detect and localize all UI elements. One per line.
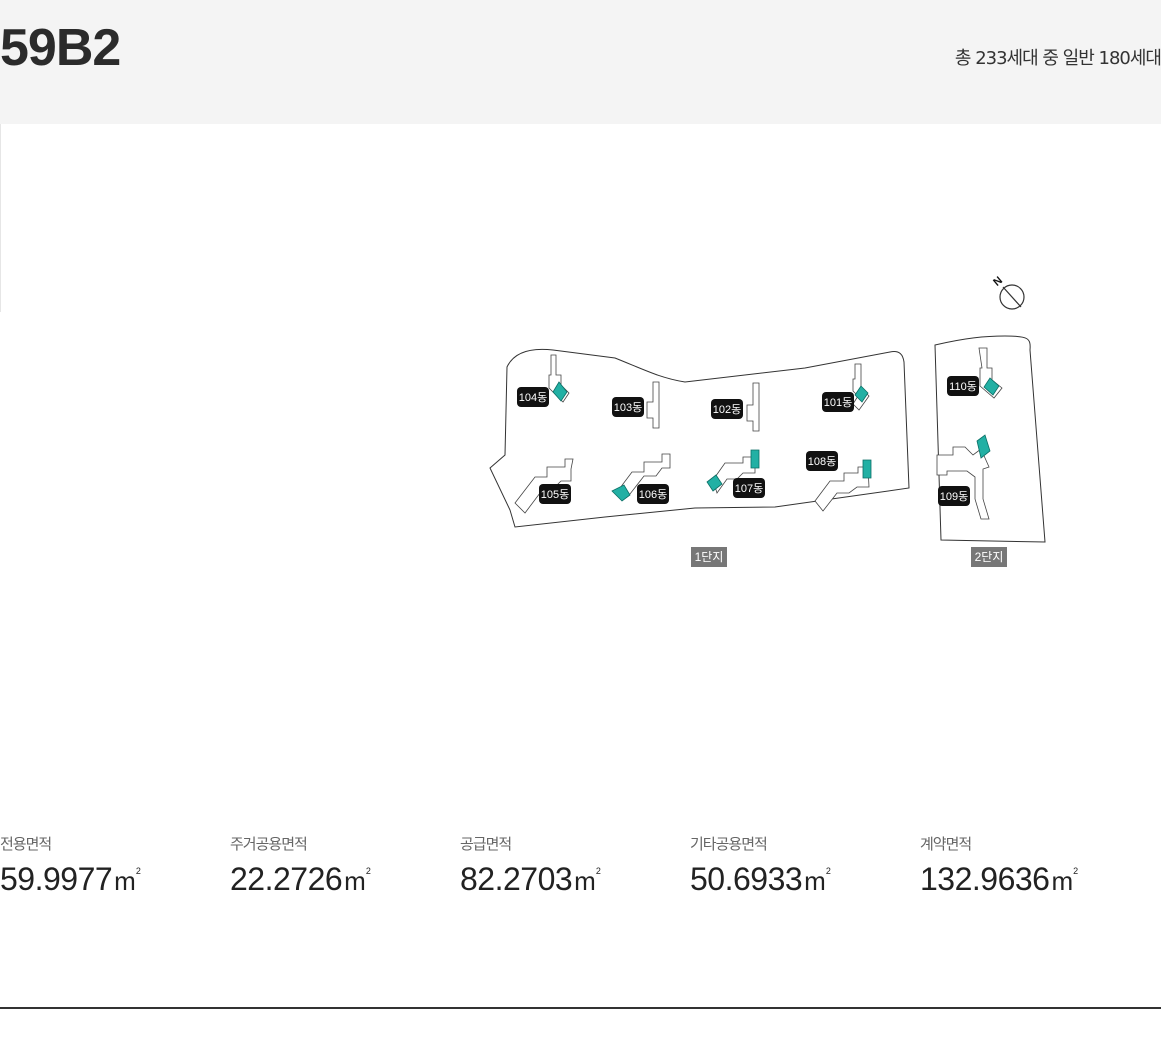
area-value: 50.6933 <box>690 861 803 897</box>
area-item-other-common: 기타공용면적 50.6933m2 <box>690 833 915 897</box>
building-label-107: 107동 <box>735 483 763 495</box>
building-label-110: 110동 <box>949 381 977 393</box>
area-label: 기타공용면적 <box>690 835 768 853</box>
area-label: 전용면적 <box>0 835 52 853</box>
building-label-106: 106동 <box>639 489 667 501</box>
area-item-residential-common: 주거공용면적 22.2726m2 <box>230 833 455 897</box>
area-label: 주거공용면적 <box>230 835 308 853</box>
household-count-info: 총 233세대 중 일반 180세대 <box>954 48 1161 69</box>
north-compass-icon: N <box>991 274 1025 310</box>
complex-label-1: 1단지 <box>695 550 724 564</box>
left-divider <box>0 124 1 312</box>
bottom-divider <box>0 1007 1161 1009</box>
building-label-105: 105동 <box>541 489 569 501</box>
complex-label-2: 2단지 <box>975 550 1004 564</box>
area-unit: m2 <box>344 866 371 896</box>
area-label: 공급면적 <box>460 835 512 853</box>
unit-header: 59B2 총 233세대 중 일반 180세대 <box>0 0 1161 124</box>
building-label-109: 109동 <box>940 491 968 503</box>
area-summary: 전용면적 59.9977m2 주거공용면적 22.2726m2 공급면적 82.… <box>0 833 1161 903</box>
area-label: 계약면적 <box>920 835 972 853</box>
area-unit: m2 <box>1051 866 1079 896</box>
area-value: 59.9977 <box>0 861 113 897</box>
building-label-103: 103동 <box>614 402 642 414</box>
area-unit: m2 <box>574 866 601 896</box>
area-unit: m2 <box>804 866 831 896</box>
building-label-102: 102동 <box>713 404 741 416</box>
area-unit: m2 <box>114 866 141 896</box>
complex-1-outline <box>489 348 910 528</box>
complex-2-outline <box>934 335 1046 543</box>
site-plan-map: N <box>485 270 1065 580</box>
building-label-108: 108동 <box>808 456 836 468</box>
north-label: N <box>991 274 1005 288</box>
area-item-contract: 계약면적 132.9636m2 <box>920 833 1145 897</box>
area-item-supply: 공급면적 82.2703m2 <box>460 833 685 897</box>
area-value: 132.9636 <box>920 861 1050 897</box>
building-label-104: 104동 <box>519 392 547 404</box>
building-label-101: 101동 <box>824 397 852 409</box>
area-item-exclusive: 전용면적 59.9977m2 <box>0 833 225 897</box>
area-value: 82.2703 <box>460 861 573 897</box>
unit-type-title: 59B2 <box>0 19 121 77</box>
area-value: 22.2726 <box>230 861 343 897</box>
